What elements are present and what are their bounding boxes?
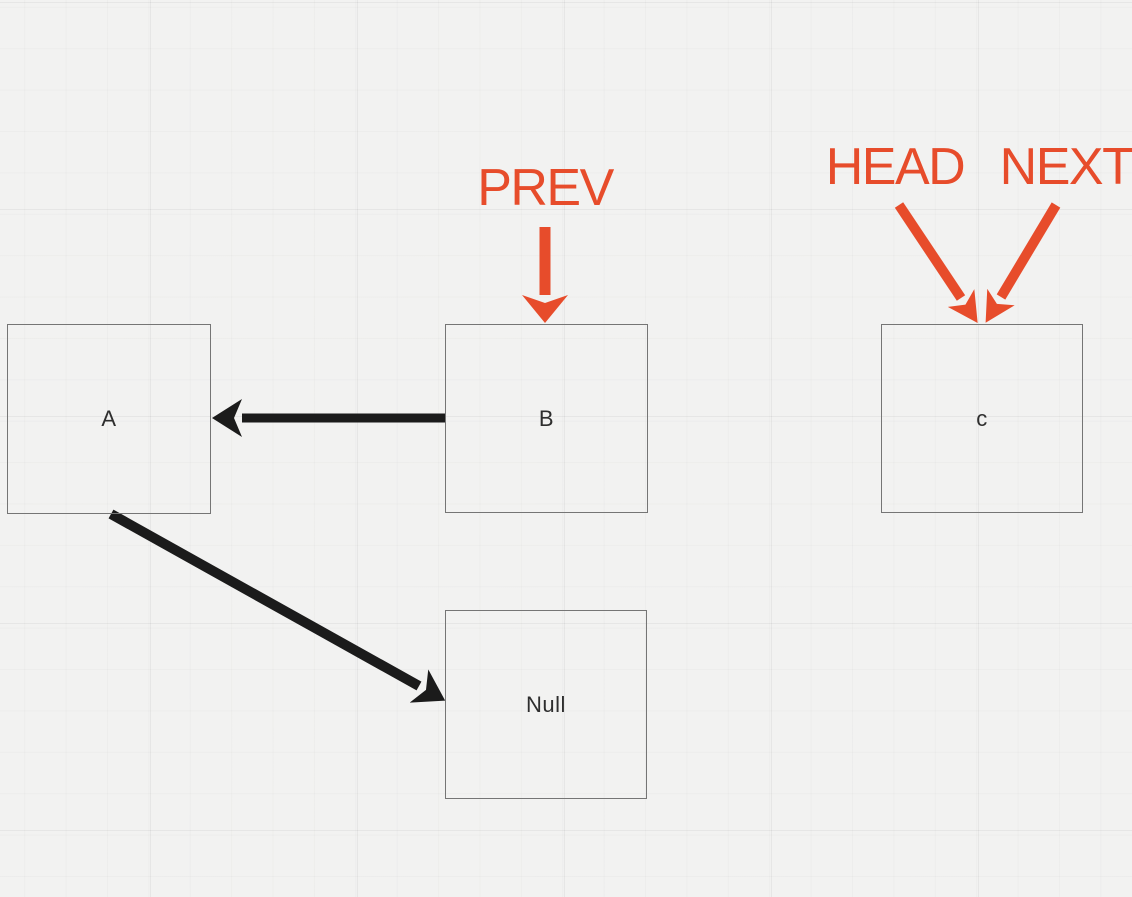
- node-a-label: A: [101, 406, 117, 431]
- head-label[interactable]: HEAD: [825, 138, 966, 196]
- node-null-label: Null: [526, 691, 566, 717]
- next-label[interactable]: NEXT: [999, 138, 1132, 196]
- node-b[interactable]: B: [445, 324, 648, 513]
- node-c-label: c: [976, 405, 988, 431]
- next-pointer-arrow-shaft: [985, 202, 1061, 323]
- node-c[interactable]: c: [881, 324, 1083, 513]
- head-pointer-arrow[interactable]: [894, 202, 978, 323]
- node-null[interactable]: Null: [445, 610, 647, 799]
- arrow-a-to-null[interactable]: [108, 509, 446, 703]
- node-a[interactable]: A: [7, 324, 211, 514]
- arrow-a-to-null-shaft: [108, 509, 446, 703]
- node-b-label: B: [538, 405, 555, 431]
- prev-label[interactable]: PREV: [477, 159, 614, 217]
- head-pointer-arrow-shaft: [894, 202, 978, 323]
- next-pointer-arrow[interactable]: [985, 202, 1061, 323]
